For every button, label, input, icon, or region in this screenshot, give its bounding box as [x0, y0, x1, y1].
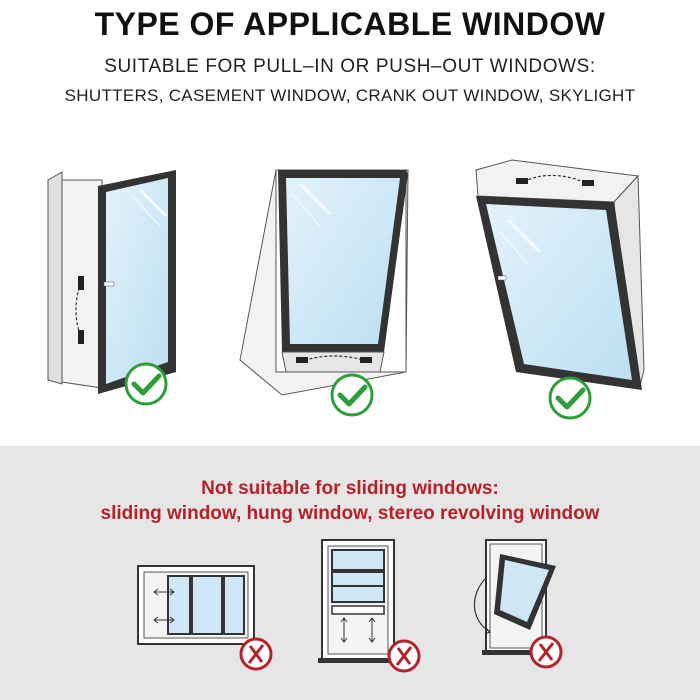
unsuitable-windows-illustration — [137, 539, 563, 673]
check-icon — [124, 362, 168, 406]
revolving-window-figure — [473, 539, 556, 655]
hung-window-figure — [318, 539, 398, 663]
cross-icon — [387, 639, 421, 673]
subtitle-line-2: SHUTTERS, CASEMENT WINDOW, CRANK OUT WIN… — [64, 86, 636, 105]
cross-icon — [529, 635, 563, 669]
casement-window-figure — [47, 170, 176, 394]
check-icon — [548, 376, 592, 420]
subtitle-line-1: SUITABLE FOR PULL–IN OR PUSH–OUT WINDOWS… — [104, 56, 596, 77]
skylight-window-figure — [475, 159, 645, 390]
crank-out-window-figure — [239, 169, 409, 396]
suitable-windows-illustration — [47, 159, 645, 420]
cross-icon — [239, 637, 273, 671]
page-title: TYPE OF APPLICABLE WINDOW — [94, 6, 606, 42]
sliding-window-figure — [137, 565, 255, 645]
unsuitable-heading: Not suitable for sliding windows: — [201, 478, 499, 499]
unsuitable-list: sliding window, hung window, stereo revo… — [100, 503, 600, 524]
check-icon — [330, 373, 374, 417]
